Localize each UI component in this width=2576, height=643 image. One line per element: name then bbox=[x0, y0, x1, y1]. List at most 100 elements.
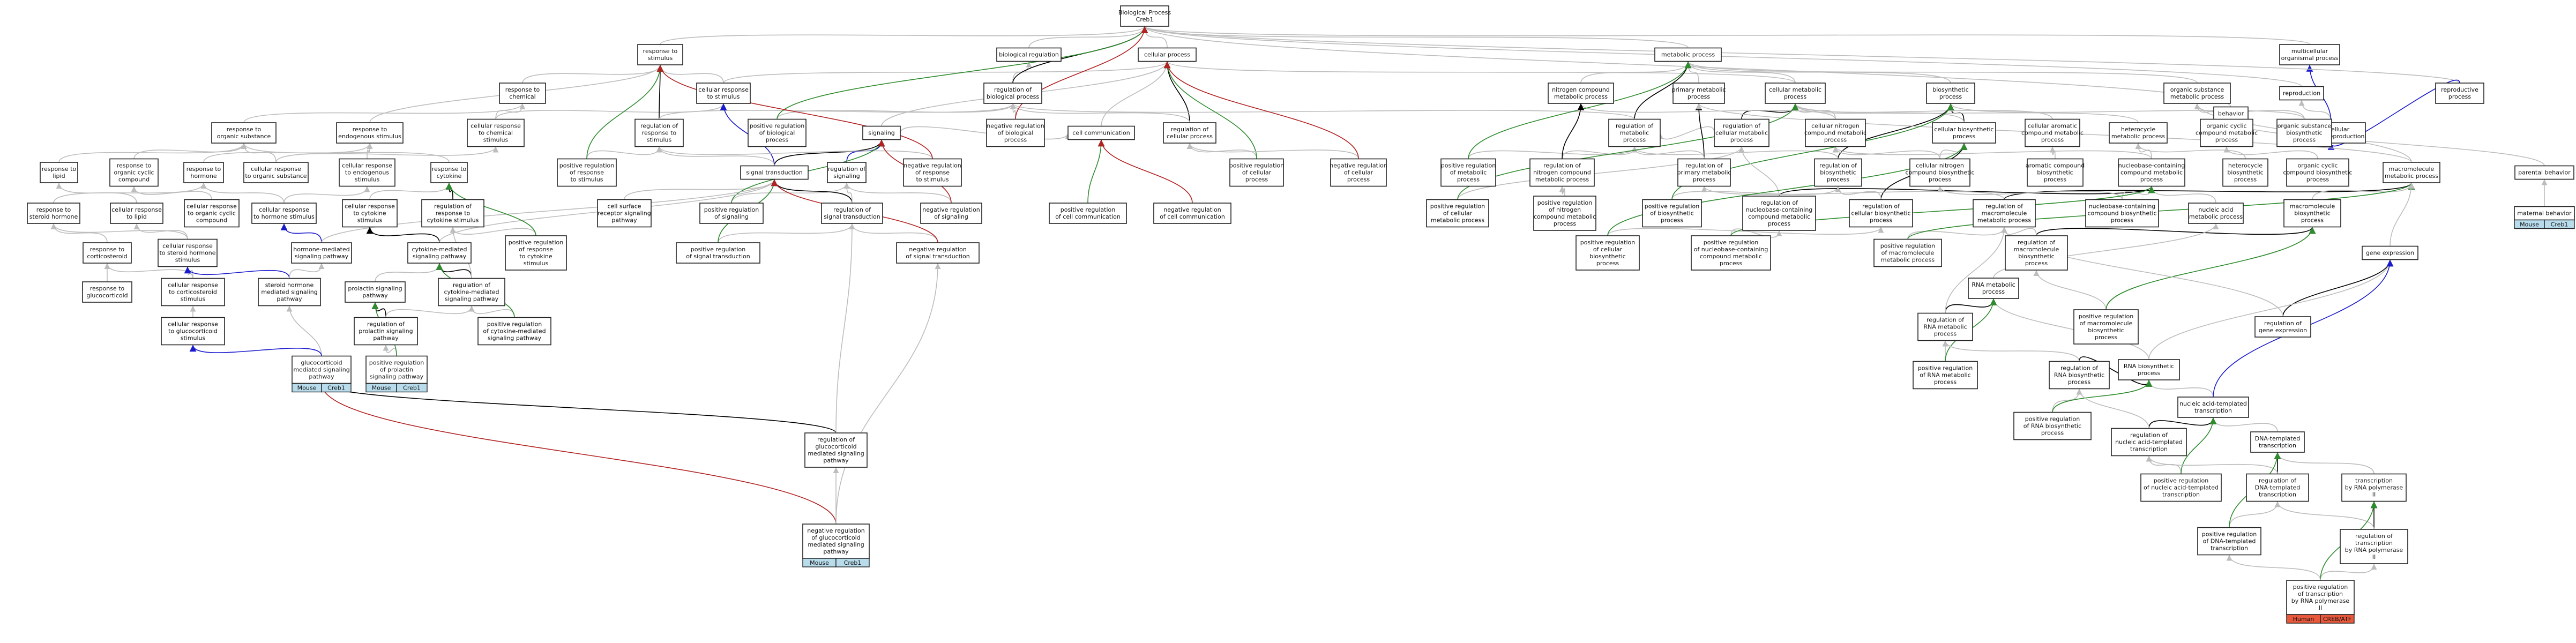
go-term-st[interactable]: signal transduction bbox=[740, 165, 809, 180]
go-term-breg[interactable]: biological regulation bbox=[996, 47, 1062, 62]
go-term-behav[interactable]: behavior bbox=[2213, 106, 2249, 121]
go-term-ccomm[interactable]: cell communication bbox=[1067, 125, 1135, 140]
go-term-cproc[interactable]: cellular process bbox=[1138, 47, 1197, 62]
go-term-rcmsp[interactable]: regulation ofcytokine-mediatedsignaling … bbox=[438, 278, 505, 306]
go-term-rnccm[interactable]: regulation ofnucleobase-containingcompou… bbox=[1742, 196, 1816, 231]
go-term-rmacbp[interactable]: regulation ofmacromoleculebiosyntheticpr… bbox=[2005, 235, 2068, 271]
go-term-gexp[interactable]: gene expression bbox=[2362, 245, 2418, 260]
go-term-reprod[interactable]: reproduction bbox=[2279, 86, 2324, 101]
go-term-pbeh[interactable]: parental behavior bbox=[2514, 165, 2574, 180]
go-term-metab[interactable]: metabolic process bbox=[1654, 47, 1722, 62]
